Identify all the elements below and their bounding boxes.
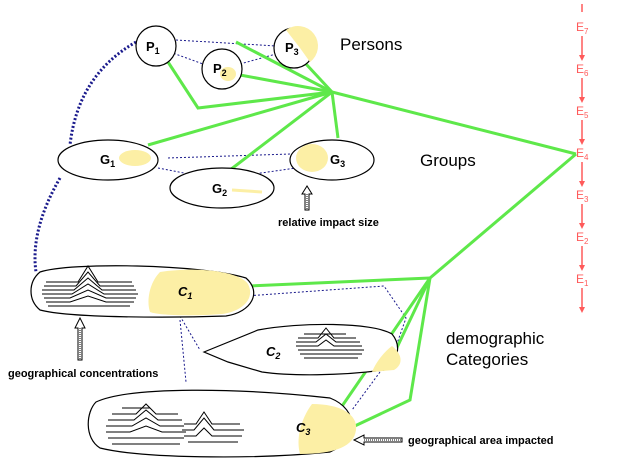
category-c2-subscript: 2 — [274, 351, 280, 361]
impact-size-pointer: relative impact size — [278, 185, 379, 229]
group-g3-label: G — [330, 152, 340, 167]
event-arrowhead-icon — [579, 97, 585, 103]
c1-c2-right-dotted — [245, 285, 407, 353]
person-p2-label: P — [213, 61, 222, 76]
person-p1: P1 — [135, 25, 177, 67]
category-c1-label: C — [178, 284, 188, 299]
event-e3-label: E3 — [576, 188, 589, 204]
c1-c3-dotted — [179, 319, 187, 383]
category-c3-subscript: 3 — [305, 427, 310, 437]
area-impacted-note: geographical area impacted — [408, 435, 554, 447]
g1-g3-dotted — [167, 153, 291, 159]
category-c3-impact — [298, 404, 357, 454]
svg-text:G3: G3 — [330, 152, 345, 169]
persons-heading: Persons — [340, 35, 402, 54]
c1-concentration-lines — [42, 265, 138, 307]
event-e2-label: E2 — [576, 230, 589, 246]
group-g1-node — [57, 139, 159, 181]
svg-text:C3: C3 — [296, 420, 310, 437]
event-arrowhead-icon — [579, 139, 585, 145]
svg-text:C1: C1 — [178, 284, 192, 301]
category-c3-label: C — [296, 420, 306, 435]
person-p2-impact — [220, 67, 236, 81]
person-p1-label: P — [146, 39, 155, 54]
person-p3-subscript: 3 — [294, 47, 299, 57]
group-g3: G3 — [289, 139, 375, 181]
categories-heading-line2: Categories — [446, 350, 528, 369]
hub-to-g2 — [229, 90, 333, 172]
category-c2-label: C — [266, 344, 276, 359]
event-arrowhead-icon — [579, 223, 585, 229]
group-g2: G2 — [169, 167, 275, 209]
cat-hub-to-c2 — [390, 277, 432, 359]
group-g2-subscript: 2 — [222, 188, 227, 198]
group-g1: G1 — [57, 139, 159, 181]
group-g1-label: G — [100, 152, 110, 167]
category-c2-impact — [372, 346, 401, 372]
event-arrowhead-icon — [579, 181, 585, 187]
svg-text:G2: G2 — [212, 181, 227, 198]
group-g3-impact — [296, 144, 328, 172]
person-p1-node — [135, 25, 177, 67]
c1-c2-dotted — [179, 315, 201, 351]
person-p3: P3 — [273, 26, 318, 69]
group-g1-subscript: 1 — [110, 159, 115, 169]
svg-text:P2: P2 — [213, 61, 227, 78]
event-e1-label: E1 — [576, 272, 589, 288]
c2-concentration-lines — [296, 327, 364, 359]
c2-c3-dotted — [351, 371, 381, 411]
p1-g1-dotted-curve — [68, 40, 137, 146]
concentrations-note: geographical concentrations — [8, 368, 158, 380]
group-g2-node — [169, 167, 275, 209]
svg-text:G1: G1 — [100, 152, 115, 169]
category-c3: C3 — [87, 389, 357, 458]
hub-to-p1 — [166, 61, 333, 110]
category-c1-impact — [148, 269, 251, 316]
p1-p3-dotted — [175, 39, 277, 47]
person-p3-label: P — [285, 40, 294, 55]
person-p2: P2 — [201, 48, 243, 90]
event-arrowhead-icon — [579, 55, 585, 61]
g1-c1-dotted-curve — [33, 177, 62, 273]
group-g1-impact — [119, 150, 151, 166]
cat-hub-to-c1 — [247, 276, 431, 288]
impact-size-note: relative impact size — [278, 217, 379, 229]
svg-text:C2: C2 — [266, 344, 280, 361]
event-e5-label: E5 — [576, 104, 589, 120]
hub-to-p1-branch — [235, 40, 333, 94]
person-p2-subscript: 2 — [222, 68, 227, 78]
category-c1-subscript: 1 — [187, 291, 192, 301]
impact-lines — [147, 40, 577, 434]
cat-hub-to-c3 — [341, 277, 432, 434]
e4-to-persons-hub — [331, 90, 577, 156]
concentrations-pointer: geographical concentrations — [8, 316, 158, 380]
hub-to-g3 — [330, 91, 340, 139]
area-impacted-pointer: geographical area impacted — [352, 434, 554, 447]
group-g2-label: G — [212, 181, 222, 196]
person-p3-impact — [286, 26, 318, 62]
svg-text:P1: P1 — [146, 39, 160, 56]
hub-to-p3 — [304, 62, 334, 94]
event-e4-label: E4 — [576, 146, 589, 162]
category-c2: C2 — [202, 323, 401, 376]
svg-text:P3: P3 — [285, 40, 299, 57]
group-g2-impact — [231, 188, 263, 194]
event-arrowhead-icon — [579, 265, 585, 271]
p1-p2-dotted — [169, 51, 204, 65]
c3-concentration-lines — [106, 403, 244, 445]
category-c1: C1 — [30, 265, 255, 318]
categories-heading-line1: demographic — [446, 329, 545, 348]
group-g3-subscript: 3 — [340, 159, 345, 169]
hub-to-g1 — [147, 90, 333, 147]
event-e6-label: E6 — [576, 62, 589, 78]
person-p1-subscript: 1 — [155, 46, 160, 56]
hub-to-p2 — [239, 73, 333, 94]
e4-to-categories-hub — [429, 152, 577, 280]
event-arrowhead-icon — [579, 307, 585, 313]
event-e7-label: E7 — [576, 20, 589, 36]
groups-heading: Groups — [420, 151, 476, 170]
